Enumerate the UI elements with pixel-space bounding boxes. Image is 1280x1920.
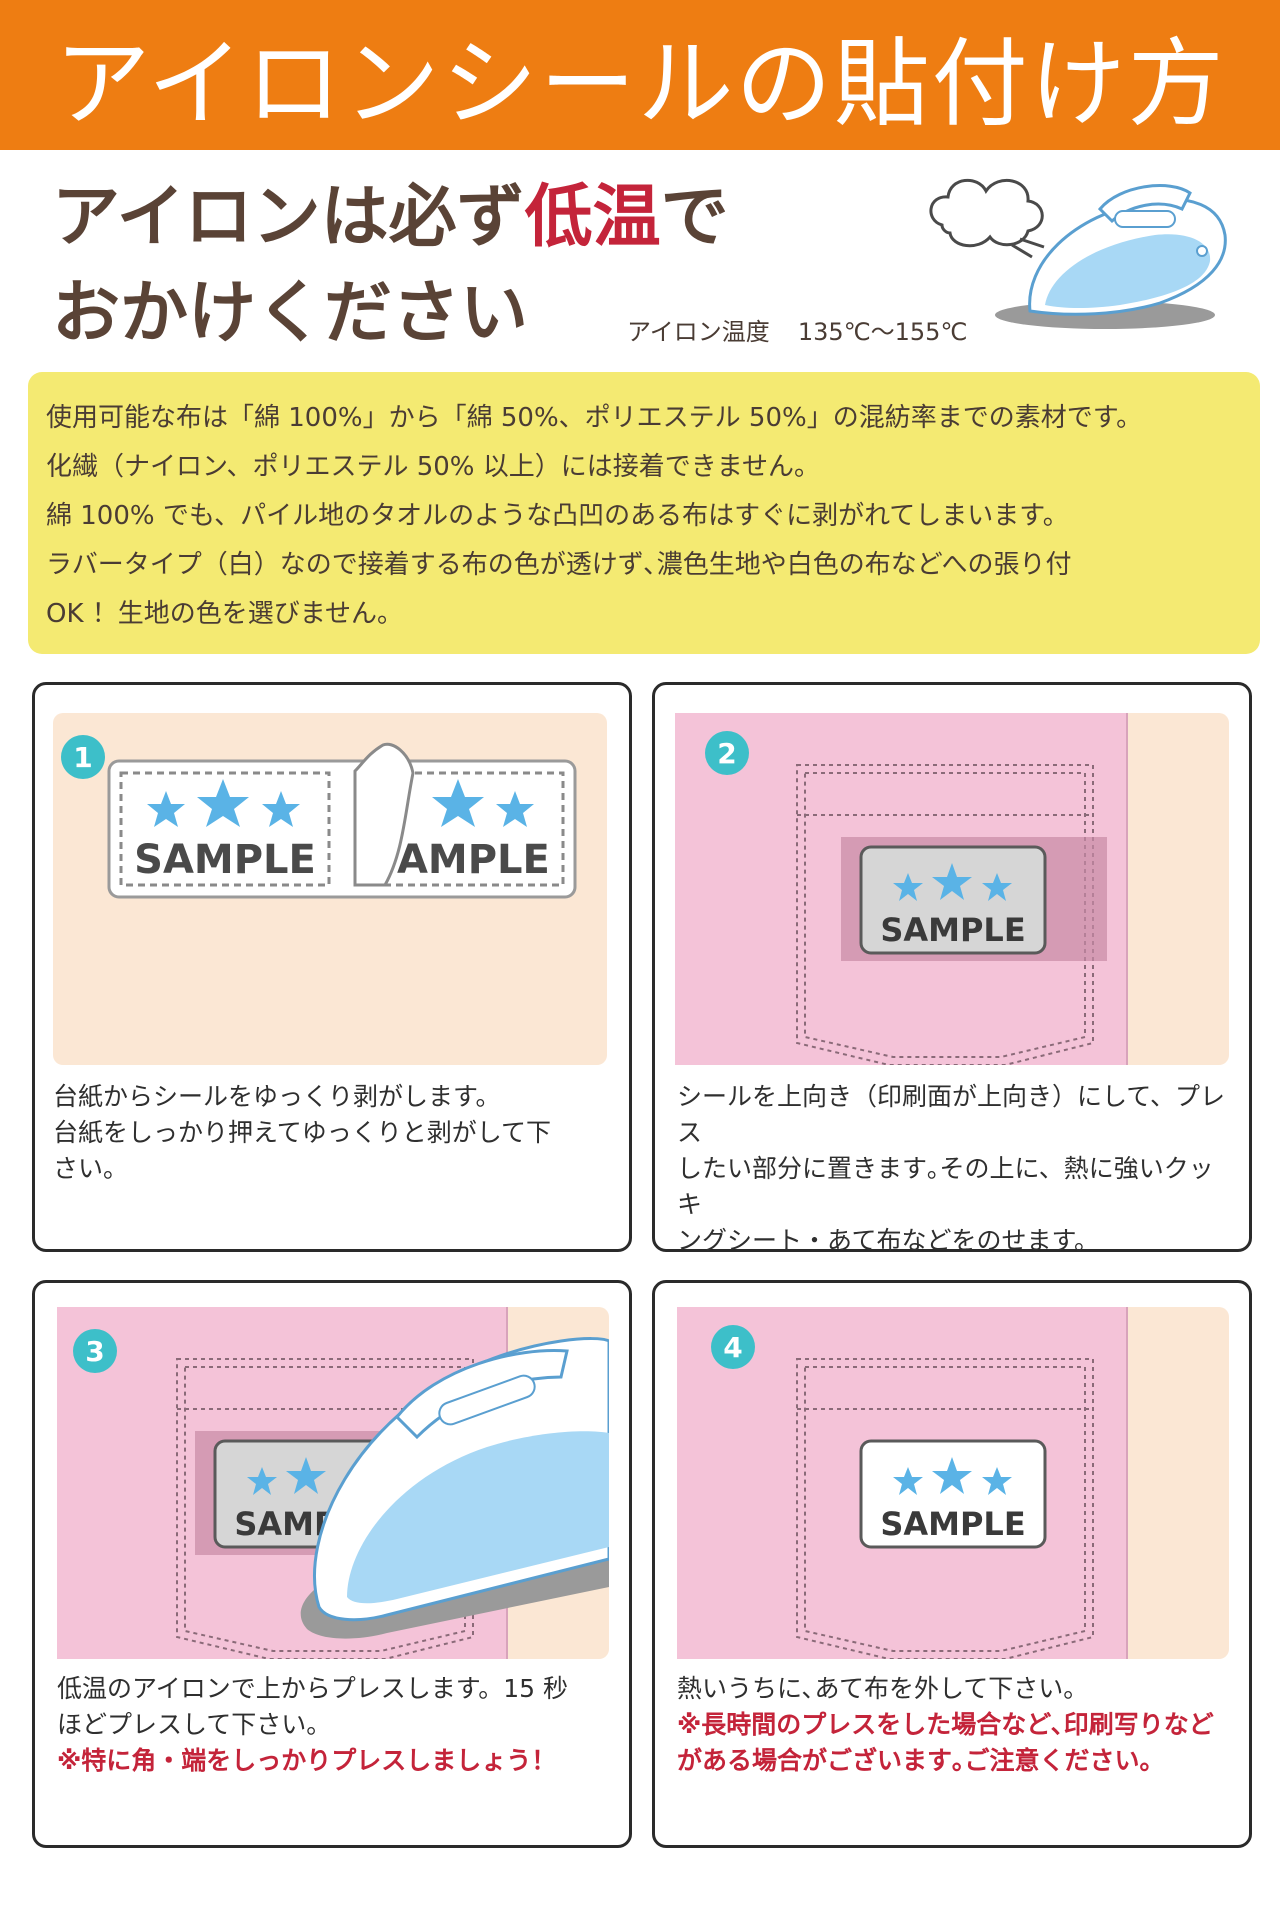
- step-number: 4: [723, 1331, 742, 1364]
- caption-line: 台紙をしっかり押えてゆっくりと剥がして下: [53, 1118, 552, 1147]
- step-card-2: SAMPLE 2 シールを上向き（印刷面が上向き）にして、プレス したい部分に置…: [652, 682, 1252, 1255]
- headline-text: アイロンは必ず: [52, 178, 525, 257]
- temperature-label: アイロン温度: [627, 318, 770, 346]
- headline-line-2: おかけください: [52, 274, 529, 353]
- headline-text: で: [660, 178, 729, 257]
- star-icon: [496, 791, 534, 827]
- info-line: 使用可能な布は「綿 100%」から「綿 50%、ポリエステル 50%」の混紡率ま…: [46, 403, 1143, 433]
- step-card-3: SAMPLE 3 低温のアイロンで上からプレスします。15 秒 ほどプレスして下…: [32, 1280, 632, 1848]
- sample-sticker: [859, 845, 1047, 955]
- caption-note: ※特に角・端をしっかりプレスしましょう！: [57, 1746, 557, 1775]
- star-icon: [262, 791, 300, 827]
- iron-icon: [995, 184, 1227, 329]
- step-number: 3: [85, 1335, 104, 1368]
- caption-line: 熱いうちに､あて布を外して下さい。: [677, 1674, 1089, 1703]
- step-3-caption: 低温のアイロンで上からプレスします。15 秒 ほどプレスして下さい。 ※特に角・…: [57, 1671, 617, 1779]
- step-card-1: SAMPLE SAMPLE 1 台紙からシールをゆっくり剥がします。 台紙をしっ…: [32, 682, 632, 1252]
- star-icon: [247, 1467, 277, 1495]
- star-icon: [982, 873, 1012, 901]
- header-banner: アイロンシールの貼付け方: [0, 0, 1280, 150]
- caption-line: シールを上向き（印刷面が上向き）にして、プレス: [677, 1082, 1226, 1147]
- info-line: 綿 100% でも、パイル地のタオルのような凸凹のある布はすぐに剥がれてしまいま…: [46, 501, 1069, 531]
- step-number-badge: [73, 1329, 117, 1373]
- star-icon: [932, 863, 972, 900]
- sample-sticker: [859, 1439, 1047, 1549]
- iron-temperature: アイロン温度 135℃～155℃: [627, 312, 967, 347]
- info-line: ラバータイプ（白）なので接着する布の色が透けず､濃色生地や白色の布などへの張り付: [46, 550, 1072, 580]
- sample-label: SAMPLE: [880, 1505, 1025, 1543]
- step-number-badge: [61, 735, 105, 779]
- step-2-caption: シールを上向き（印刷面が上向き）にして、プレス したい部分に置きます｡その上に、…: [677, 1079, 1237, 1259]
- caption-line: ほどプレスして下さい。: [57, 1710, 332, 1739]
- step-4-caption: 熱いうちに､あて布を外して下さい。 ※長時間のプレスをした場合など､印刷写りなど…: [677, 1671, 1237, 1779]
- star-icon: [893, 1467, 923, 1495]
- star-icon: [147, 791, 185, 827]
- star-icon: [893, 873, 923, 901]
- sample-sticker: SAMPLE: [119, 771, 331, 887]
- headline: アイロンは必ず低温で おかけください: [52, 170, 729, 362]
- step-card-4: SAMPLE 4 熱いうちに､あて布を外して下さい。 ※長時間のプレスをした場合…: [652, 1280, 1252, 1848]
- star-icon: [982, 1467, 1012, 1495]
- info-line: OK ！生地の色を選びません。: [46, 599, 403, 629]
- info-line: 化繊（ナイロン、ポリエステル 50% 以上）には接着できません。: [46, 452, 820, 482]
- step-2-illustration: SAMPLE 2: [675, 713, 1229, 1065]
- step-3-illustration: SAMPLE 3: [57, 1307, 609, 1659]
- star-icon: [932, 1457, 972, 1494]
- star-icon: [286, 1457, 326, 1494]
- step-1-caption: 台紙からシールをゆっくり剥がします。 台紙をしっかり押えてゆっくりと剥がして下 …: [53, 1079, 613, 1187]
- caption-line: ングシート・あて布などをのせます。: [677, 1226, 1100, 1255]
- step-number: 2: [717, 737, 736, 770]
- caption-line: 台紙からシールをゆっくり剥がします。: [53, 1082, 501, 1111]
- step-number: 1: [73, 741, 92, 774]
- caption-line: したい部分に置きます｡その上に、熱に強いクッキ: [677, 1154, 1214, 1219]
- step-1-illustration: SAMPLE SAMPLE 1: [53, 713, 607, 1065]
- usage-info-box: 使用可能な布は「綿 100%」から「綿 50%、ポリエステル 50%」の混紡率ま…: [28, 372, 1260, 654]
- headline-line-1: アイロンは必ず低温で: [52, 170, 729, 266]
- iron-icon: [300, 1337, 609, 1639]
- caption-note: ※長時間のプレスをした場合など､印刷写りなどがある場合がございます｡ご注意くださ…: [677, 1710, 1214, 1775]
- star-icon: [432, 779, 484, 827]
- sample-label: SAMPLE: [880, 911, 1025, 949]
- star-icon: [197, 779, 249, 827]
- sample-label: SAMPLE: [134, 837, 316, 883]
- step-number-badge: [711, 1325, 755, 1369]
- steam-cloud-icon: [929, 178, 1045, 259]
- step-4-illustration: SAMPLE 4: [677, 1307, 1229, 1659]
- caption-line: 低温のアイロンで上からプレスします。15 秒: [57, 1674, 569, 1703]
- step-number-badge: [705, 731, 749, 775]
- temperature-value: 135℃～155℃: [797, 318, 968, 346]
- caption-line: さい。: [53, 1154, 129, 1183]
- peeling-sticker: SAMPLE: [353, 742, 565, 887]
- page-title: アイロンシールの貼付け方: [54, 27, 1226, 140]
- headline-highlight: 低温: [524, 178, 661, 257]
- iron-steam-illustration: [929, 178, 1227, 329]
